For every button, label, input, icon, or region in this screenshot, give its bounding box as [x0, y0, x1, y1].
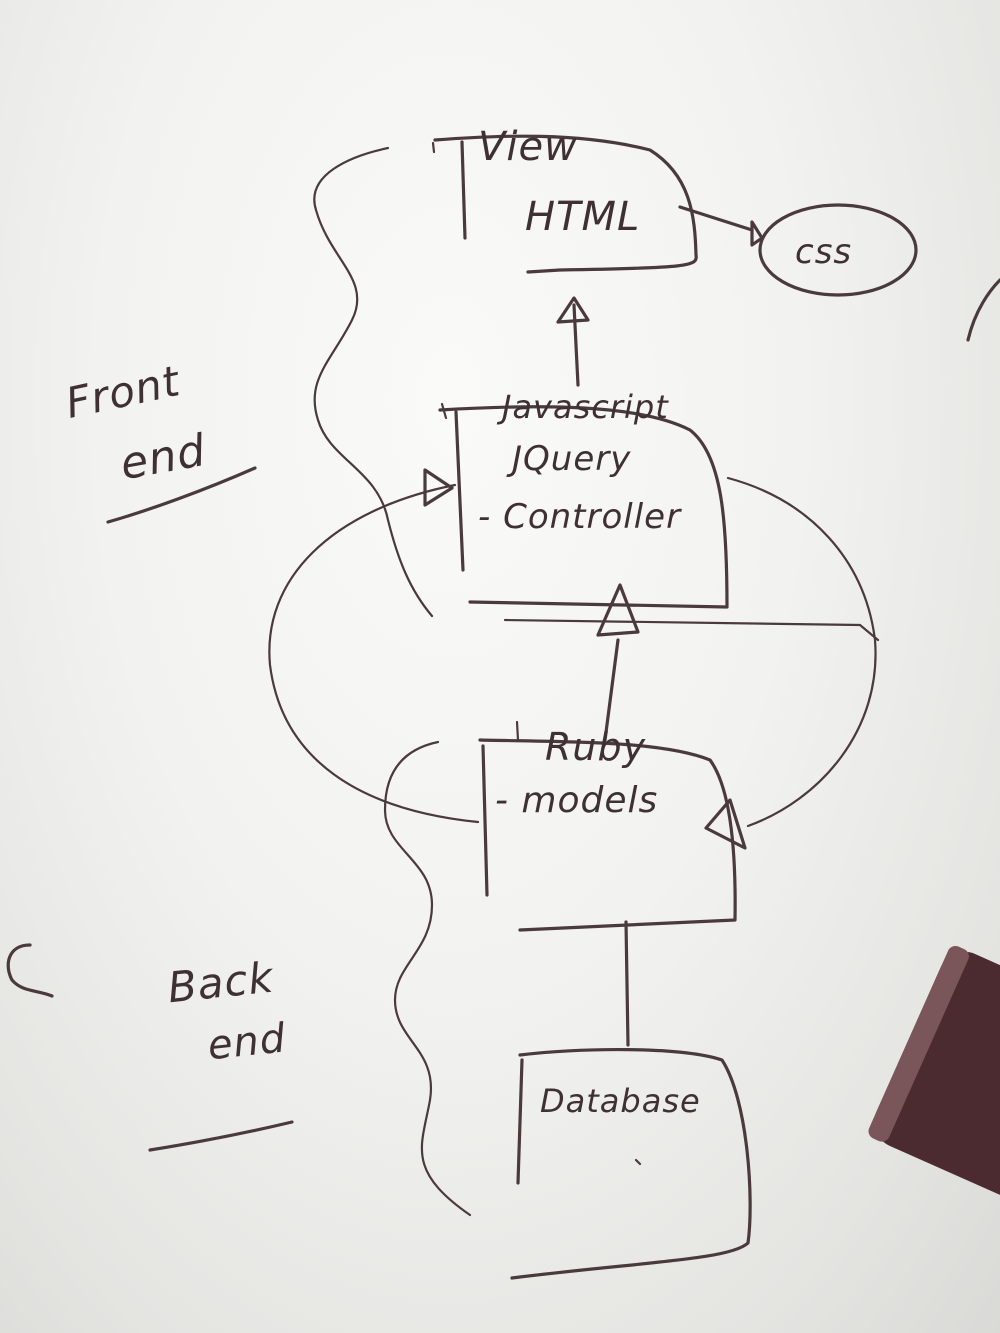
cycle-arrowhead-right — [704, 798, 747, 850]
css-arrowhead — [750, 220, 764, 247]
controller-label: - Controller — [478, 497, 682, 537]
database-label: Database — [540, 1082, 701, 1120]
models-to-controller-arrow — [603, 638, 620, 742]
html-css-connector — [678, 205, 754, 232]
whiteboard-marker-icon — [868, 945, 1000, 1209]
models-database-connector — [624, 920, 630, 1047]
css-ellipse — [758, 203, 918, 297]
cycle-arrowhead-left — [423, 468, 454, 507]
jquery-label: JQuery — [506, 439, 631, 479]
js-to-html-arrow — [572, 303, 580, 387]
right-edge-partial-mark — [966, 278, 1000, 342]
javascript-label: Javascript — [496, 388, 669, 426]
controller-box — [438, 402, 729, 609]
cycle-inner-stroke — [503, 618, 880, 642]
css-label: css — [795, 232, 852, 272]
js-to-html-arrowhead — [556, 296, 590, 324]
left-edge-partial-mark — [6, 943, 54, 998]
models-to-controller-arrowhead — [596, 583, 640, 637]
view-html-box — [431, 134, 698, 274]
cycle-right-arc — [726, 476, 877, 828]
html-label: HTML — [525, 194, 640, 240]
back-end-label-line2: end — [206, 1015, 289, 1069]
ruby-label: Ruby — [545, 725, 646, 769]
front-end-label-line1: Front — [61, 356, 184, 428]
front-end-underline — [106, 466, 257, 524]
cycle-left-arc — [268, 483, 480, 824]
front-end-divider — [313, 146, 434, 618]
back-end-label-line1: Back — [165, 952, 276, 1012]
front-end-label-line2: end — [116, 425, 210, 490]
view-title: View — [478, 124, 578, 170]
back-end-underline — [148, 1120, 294, 1152]
models-box — [478, 720, 737, 932]
back-end-divider — [383, 740, 472, 1217]
database-box — [510, 1047, 752, 1280]
models-label: - models — [495, 780, 658, 821]
